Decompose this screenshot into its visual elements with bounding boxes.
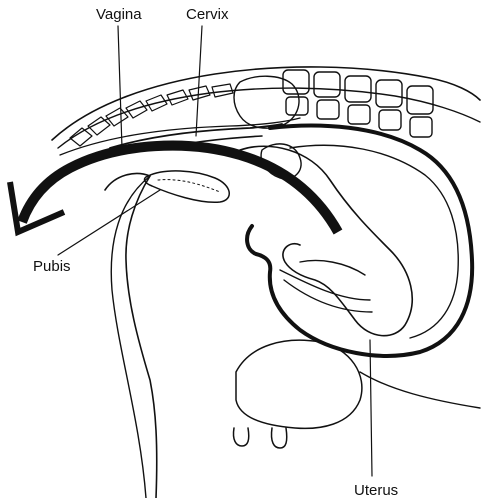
- teat-right: [271, 428, 286, 448]
- udder-outline: [236, 340, 362, 428]
- uterus-inner-wall: [290, 145, 458, 338]
- label-cervix: Cervix: [186, 7, 229, 22]
- label-uterus: Uterus: [354, 483, 398, 498]
- label-pubis: Pubis: [33, 259, 71, 274]
- calf-body: [240, 146, 412, 335]
- leader-vagina: [118, 26, 122, 148]
- belly-line: [360, 372, 480, 408]
- hindquarter-outline: [105, 174, 157, 498]
- rear-leg-outline: [111, 176, 150, 498]
- pubis-bone: [145, 171, 230, 202]
- calf-forelegs: [280, 270, 372, 312]
- label-vagina: Vagina: [96, 7, 142, 22]
- leader-pubis: [58, 190, 160, 255]
- leader-uterus: [370, 340, 372, 476]
- leader-cervix: [196, 26, 202, 136]
- birth-direction-arrow-shaft: [22, 146, 338, 232]
- pubis-texture: [158, 180, 220, 192]
- back-outline: [52, 67, 480, 140]
- teat-left: [233, 428, 248, 446]
- calf-hindlegs: [300, 261, 365, 275]
